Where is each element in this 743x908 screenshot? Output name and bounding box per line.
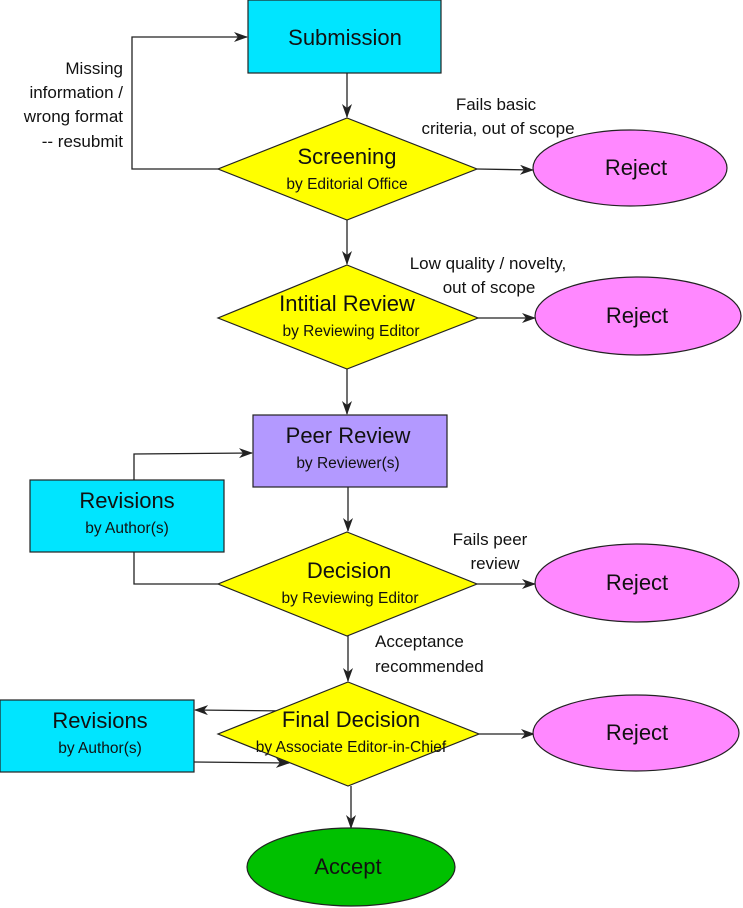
edge-label-resubmit-line: information /	[29, 83, 123, 102]
edge-label-acceptance-line: Acceptance	[375, 632, 464, 651]
node-revisions-2-title: Revisions	[52, 708, 147, 733]
edge-decision-revisions	[133, 552, 218, 585]
edge-label-initial-reject: Low quality / novelty, out of scope	[410, 254, 567, 297]
node-reject-1-title: Reject	[605, 155, 667, 180]
node-decision-subtitle: by Reviewing Editor	[282, 590, 419, 607]
node-accept-title: Accept	[314, 854, 381, 879]
node-peer-review-title: Peer Review	[286, 423, 411, 448]
edge-screening-resubmit	[131, 32, 248, 170]
node-reject-2-title: Reject	[606, 303, 668, 328]
edge-label-screening-reject-line: Fails basic	[456, 95, 537, 114]
node-initial-review: Intitial Review by Reviewing Editor	[216, 264, 480, 370]
node-final-decision-title: Final Decision	[282, 707, 420, 732]
node-reject-1: Reject	[532, 129, 728, 207]
edge-label-resubmit: Missing information / wrong format -- re…	[23, 59, 123, 151]
node-accept: Accept	[246, 827, 456, 907]
node-submission: Submission	[247, 0, 442, 74]
node-decision-title: Decision	[307, 558, 391, 583]
edge-label-screening-reject-line: criteria, out of scope	[421, 119, 574, 138]
edge-label-resubmit-line: Missing	[65, 59, 123, 78]
edge-label-initial-reject-line: out of scope	[443, 278, 536, 297]
edge-label-acceptance-line: recommended	[375, 657, 484, 676]
edge-revisions-final	[193, 757, 290, 768]
edge-label-resubmit-line: wrong format	[23, 107, 123, 126]
node-initial-review-title: Intitial Review	[279, 291, 415, 316]
node-reject-3: Reject	[534, 543, 740, 623]
edge-label-initial-reject-line: Low quality / novelty,	[410, 254, 567, 273]
node-reject-4-title: Reject	[606, 720, 668, 745]
node-peer-review: Peer Review by Reviewer(s)	[252, 414, 448, 488]
node-reject-2: Reject	[534, 276, 742, 356]
edge-label-resubmit-line: -- resubmit	[42, 132, 124, 151]
node-final-decision: Final Decision by Associate Editor-in-Ch…	[216, 681, 481, 787]
node-revisions-2: Revisions by Author(s)	[0, 699, 195, 773]
node-revisions-1-subtitle: by Author(s)	[85, 520, 169, 537]
node-screening: Screening by Editorial Office	[216, 117, 479, 221]
node-reject-3-title: Reject	[606, 570, 668, 595]
edge-label-decision-reject: Fails peer review	[453, 530, 528, 573]
edge-revisions-peer	[133, 448, 253, 480]
node-final-decision-subtitle: by Associate Editor-in-Chief	[256, 739, 447, 756]
node-screening-subtitle: by Editorial Office	[286, 176, 407, 193]
node-screening-title: Screening	[297, 144, 396, 169]
node-peer-review-subtitle: by Reviewer(s)	[296, 455, 399, 472]
node-submission-title: Submission	[288, 25, 402, 50]
node-revisions-2-subtitle: by Author(s)	[58, 740, 142, 757]
edge-label-decision-reject-line: Fails peer	[453, 530, 528, 549]
node-initial-review-subtitle: by Reviewing Editor	[283, 323, 420, 340]
node-reject-4: Reject	[532, 694, 740, 772]
edge-label-acceptance: Acceptance recommended	[375, 632, 484, 676]
edge-screening-reject	[476, 164, 534, 175]
node-decision: Decision by Reviewing Editor	[216, 531, 479, 637]
node-revisions-1: Revisions by Author(s)	[29, 479, 225, 553]
node-revisions-1-title: Revisions	[79, 488, 174, 513]
edge-label-screening-reject: Fails basic criteria, out of scope	[421, 95, 574, 138]
edge-final-revisions	[194, 705, 291, 716]
edge-label-decision-reject-line: review	[470, 554, 520, 573]
